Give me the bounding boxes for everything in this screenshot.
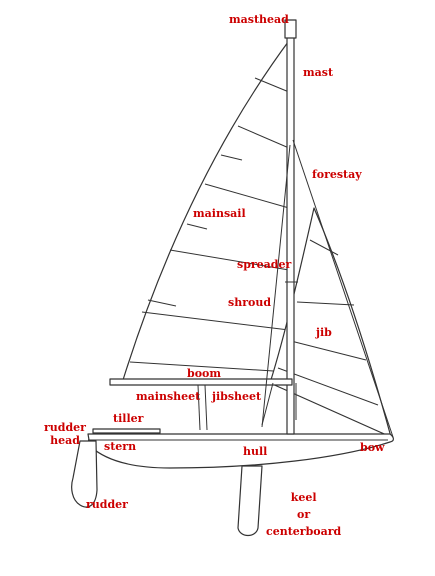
- boom: [109, 378, 293, 386]
- label-forestay: forestay: [312, 168, 362, 181]
- label-shroud: shroud: [228, 296, 272, 309]
- label-keel-line3: centerboard: [266, 525, 342, 538]
- label-mainsail: mainsail: [193, 207, 246, 220]
- shroud: [261, 144, 291, 428]
- label-rudder-head-line2: head: [50, 434, 80, 447]
- forestay: [292, 139, 394, 438]
- label-keel-line2: or: [297, 508, 311, 521]
- label-jib: jib: [316, 326, 332, 339]
- label-rudder-head-line1: rudder: [44, 421, 86, 434]
- label-jibsheet: jibsheet: [212, 390, 262, 403]
- rudder: [71, 440, 98, 508]
- mainsail: [122, 37, 292, 381]
- hull: [87, 433, 394, 469]
- mainsail-battens: [129, 77, 290, 373]
- mast: [286, 21, 295, 435]
- label-rudder: rudder: [86, 498, 128, 511]
- label-tiller: tiller: [113, 412, 144, 425]
- label-mast: mast: [303, 66, 334, 79]
- label-bow: bow: [360, 441, 385, 454]
- label-masthead: masthead: [229, 13, 289, 26]
- jib-battens: [277, 239, 379, 406]
- label-hull: hull: [243, 445, 268, 458]
- tiller: [92, 428, 161, 434]
- label-spreader: spreader: [237, 258, 292, 271]
- masthead: [284, 19, 297, 39]
- keel: [237, 465, 263, 537]
- label-keel-line1: keel: [290, 491, 317, 504]
- jibsheet: [261, 382, 274, 426]
- label-boom: boom: [187, 367, 222, 380]
- label-stern: stern: [104, 440, 137, 453]
- label-keel-or-centerboard: keel or centerboard: [266, 489, 341, 540]
- label-rudder-head: rudder head: [44, 421, 86, 447]
- mainsheet: [197, 384, 201, 431]
- label-mainsheet: mainsheet: [136, 390, 201, 403]
